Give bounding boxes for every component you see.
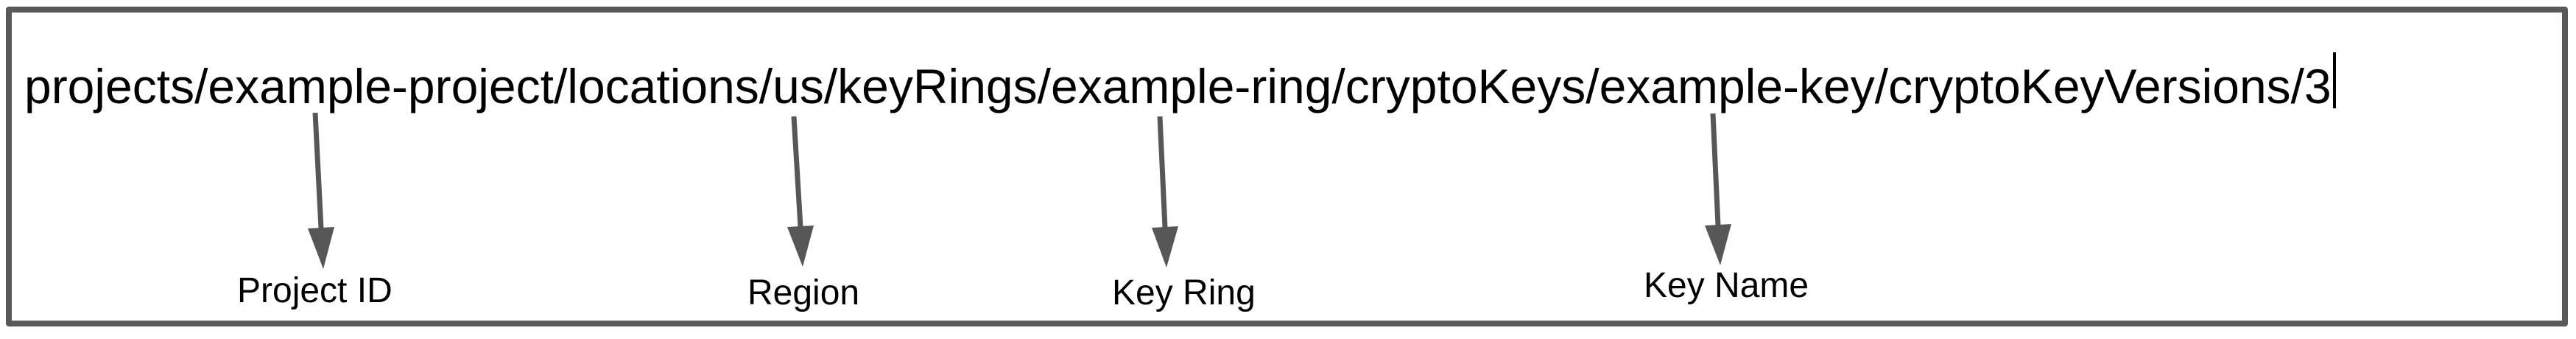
label-region: Region: [747, 273, 860, 312]
label-key-name: Key Name: [1644, 266, 1809, 305]
resource-path-value: projects/example-project/locations/us/ke…: [24, 59, 2332, 113]
diagram-frame: [6, 7, 2568, 326]
label-key-ring: Key Ring: [1112, 273, 1256, 312]
text-caret: [2332, 52, 2336, 108]
label-project-id: Project ID: [237, 271, 393, 310]
resource-path-text[interactable]: projects/example-project/locations/us/ke…: [24, 52, 2336, 111]
